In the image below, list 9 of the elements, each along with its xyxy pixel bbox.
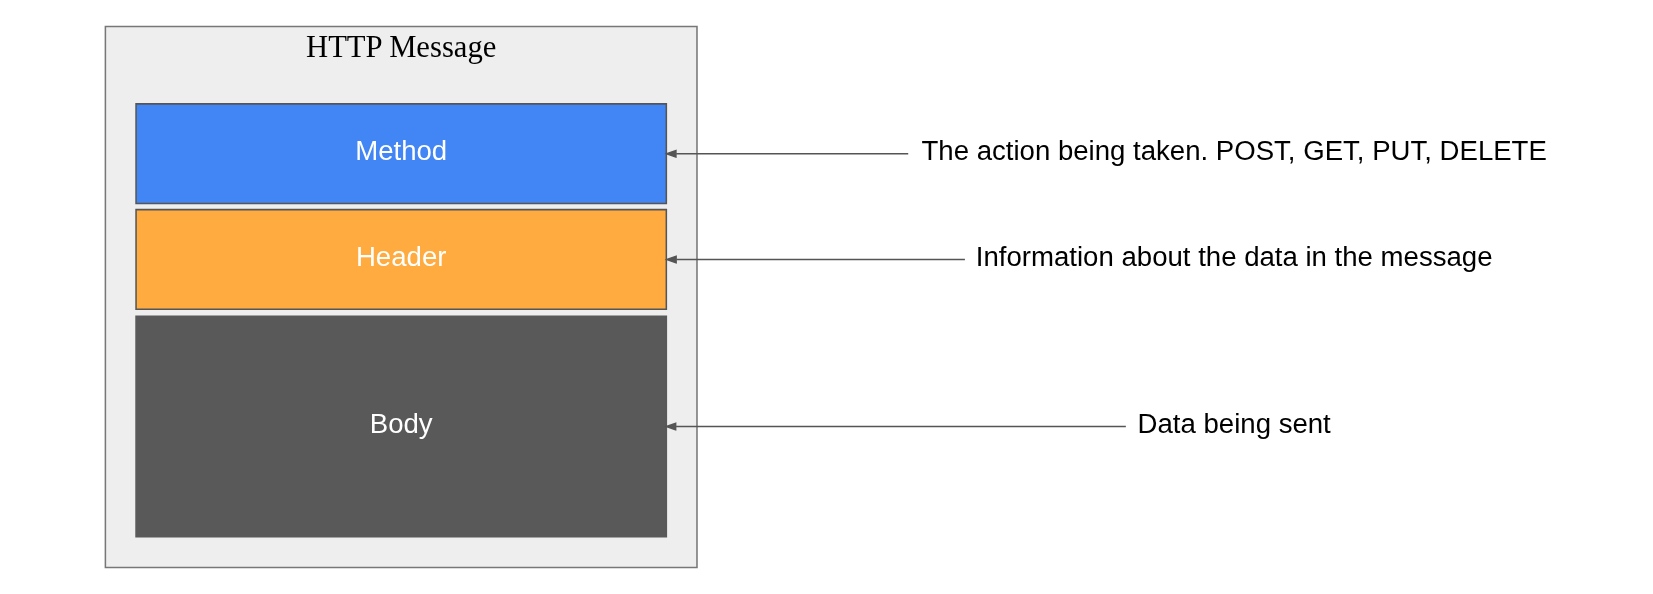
arrow (664, 255, 966, 264)
node-box: Body (135, 315, 668, 538)
arrow (664, 149, 909, 158)
node-box: Method (135, 103, 668, 205)
arrow (664, 422, 1127, 431)
node-text: Data being sent (1137, 408, 1331, 440)
node-text: Information about the data in the message (975, 241, 1493, 273)
node-text: The action being taken. POST, GET, PUT, DELETE (921, 135, 1547, 167)
node-box: Header (135, 208, 668, 311)
